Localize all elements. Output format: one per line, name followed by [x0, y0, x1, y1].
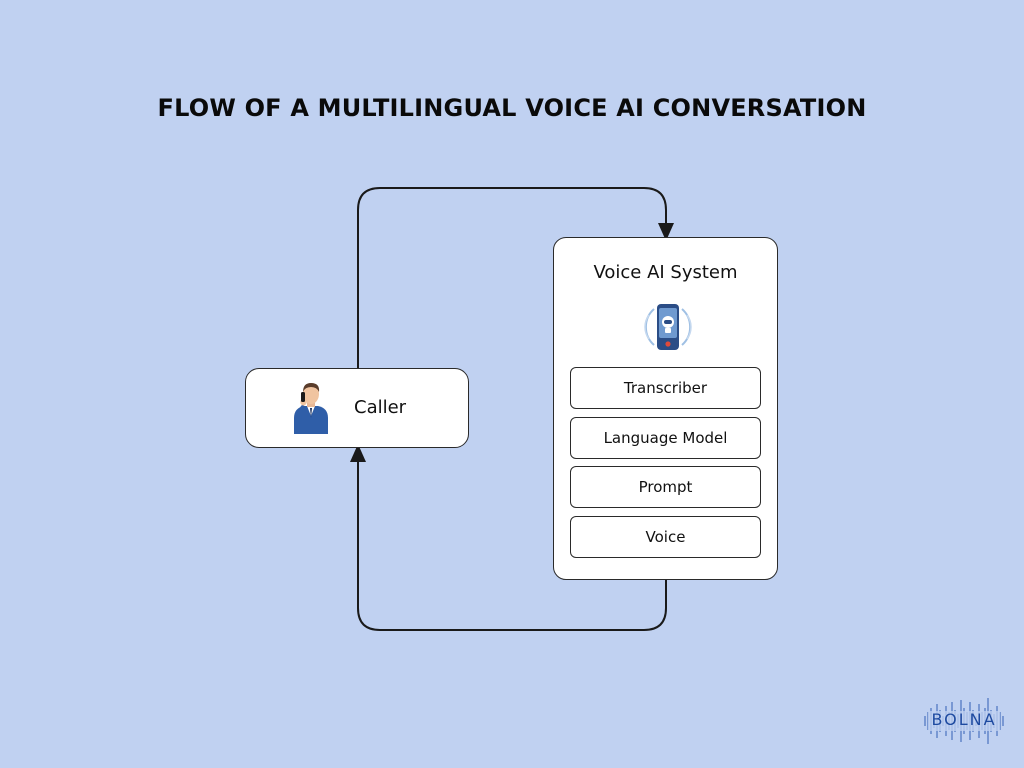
- connector-caller-to-system: [357, 187, 674, 368]
- diagram-title: FLOW OF A MULTILINGUAL VOICE AI CONVERSA…: [157, 94, 867, 122]
- system-title: Voice AI System: [593, 262, 738, 283]
- voice-ai-system-node: Voice AI System Transcriber Language Mod…: [553, 237, 778, 580]
- robot-phone-icon: [644, 304, 692, 350]
- caller-node: Caller: [245, 368, 469, 448]
- connector-system-to-caller: [350, 444, 667, 631]
- logo-wordmark: BOLNA: [931, 710, 997, 729]
- caller-label: Caller: [354, 397, 407, 418]
- soundwave-icon: [924, 698, 1004, 744]
- person-on-phone-icon: [294, 383, 328, 434]
- component-prompt: Prompt: [570, 466, 761, 508]
- component-voice: Voice: [570, 516, 761, 558]
- component-language-model: Language Model: [570, 417, 761, 459]
- component-transcriber: Transcriber: [570, 367, 761, 409]
- bolna-logo: BOLNA: [922, 696, 1006, 746]
